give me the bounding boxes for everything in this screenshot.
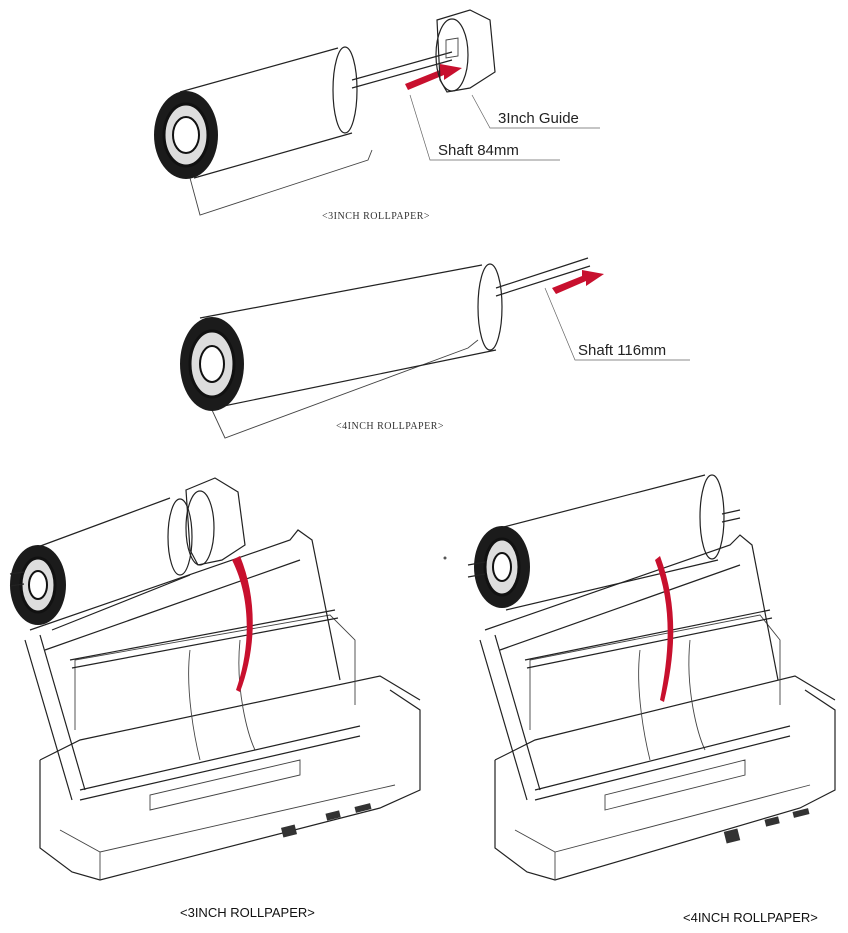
roll-body-edges xyxy=(491,474,719,611)
roll-right-end xyxy=(332,46,358,134)
paper-compartment xyxy=(529,614,781,730)
shaft-leader xyxy=(544,287,690,361)
open-cover xyxy=(484,534,779,681)
paper-tail xyxy=(211,339,479,439)
port xyxy=(723,828,741,844)
paper-tail xyxy=(189,149,373,216)
roll-body-edges xyxy=(199,264,497,409)
guide-leader xyxy=(471,94,600,129)
caption-3inch-bottom: <3INCH ROLLPAPER> xyxy=(180,905,315,920)
paper-compartment xyxy=(74,614,356,730)
insert-arrow xyxy=(405,64,462,90)
caption-3inch-top: <3INCH ROLLPAPER> xyxy=(322,211,430,222)
roll-3inch-figure: 3Inch Guide Shaft 84mm <3INCH ROLLPAPER> xyxy=(154,9,600,222)
control-panel xyxy=(604,759,746,811)
printer-3inch-figure: <3INCH ROLLPAPER> xyxy=(9,477,421,920)
shaft-84mm xyxy=(351,51,453,89)
roll-right-end xyxy=(477,263,503,351)
roll-body-edges xyxy=(34,497,191,631)
paper-feed-indicator xyxy=(655,556,674,702)
roll-body-edges xyxy=(179,47,353,179)
caption-4inch-middle: <4INCH ROLLPAPER> xyxy=(336,421,444,432)
port xyxy=(280,824,298,838)
guide-3inch xyxy=(185,477,246,566)
guide-3inch xyxy=(435,9,496,93)
shaft-84-label: Shaft 84mm xyxy=(438,142,519,159)
printer-4inch-figure: <4INCH ROLLPAPER> xyxy=(443,474,836,925)
shaft-116-label: Shaft 116mm xyxy=(578,342,666,359)
caption-4inch-bottom: <4INCH ROLLPAPER> xyxy=(683,910,818,925)
insert-arrow xyxy=(552,270,604,294)
guide-label: 3Inch Guide xyxy=(498,110,579,127)
printer-body xyxy=(494,689,836,881)
control-panel xyxy=(149,759,301,811)
roll-4inch-figure: Shaft 116mm <4INCH ROLLPAPER> xyxy=(180,257,690,439)
shaft-116mm xyxy=(495,257,591,297)
paper-feed-indicator xyxy=(232,556,253,692)
shaft-leader xyxy=(409,94,560,161)
open-cover xyxy=(29,529,341,681)
printer-body xyxy=(39,689,421,881)
